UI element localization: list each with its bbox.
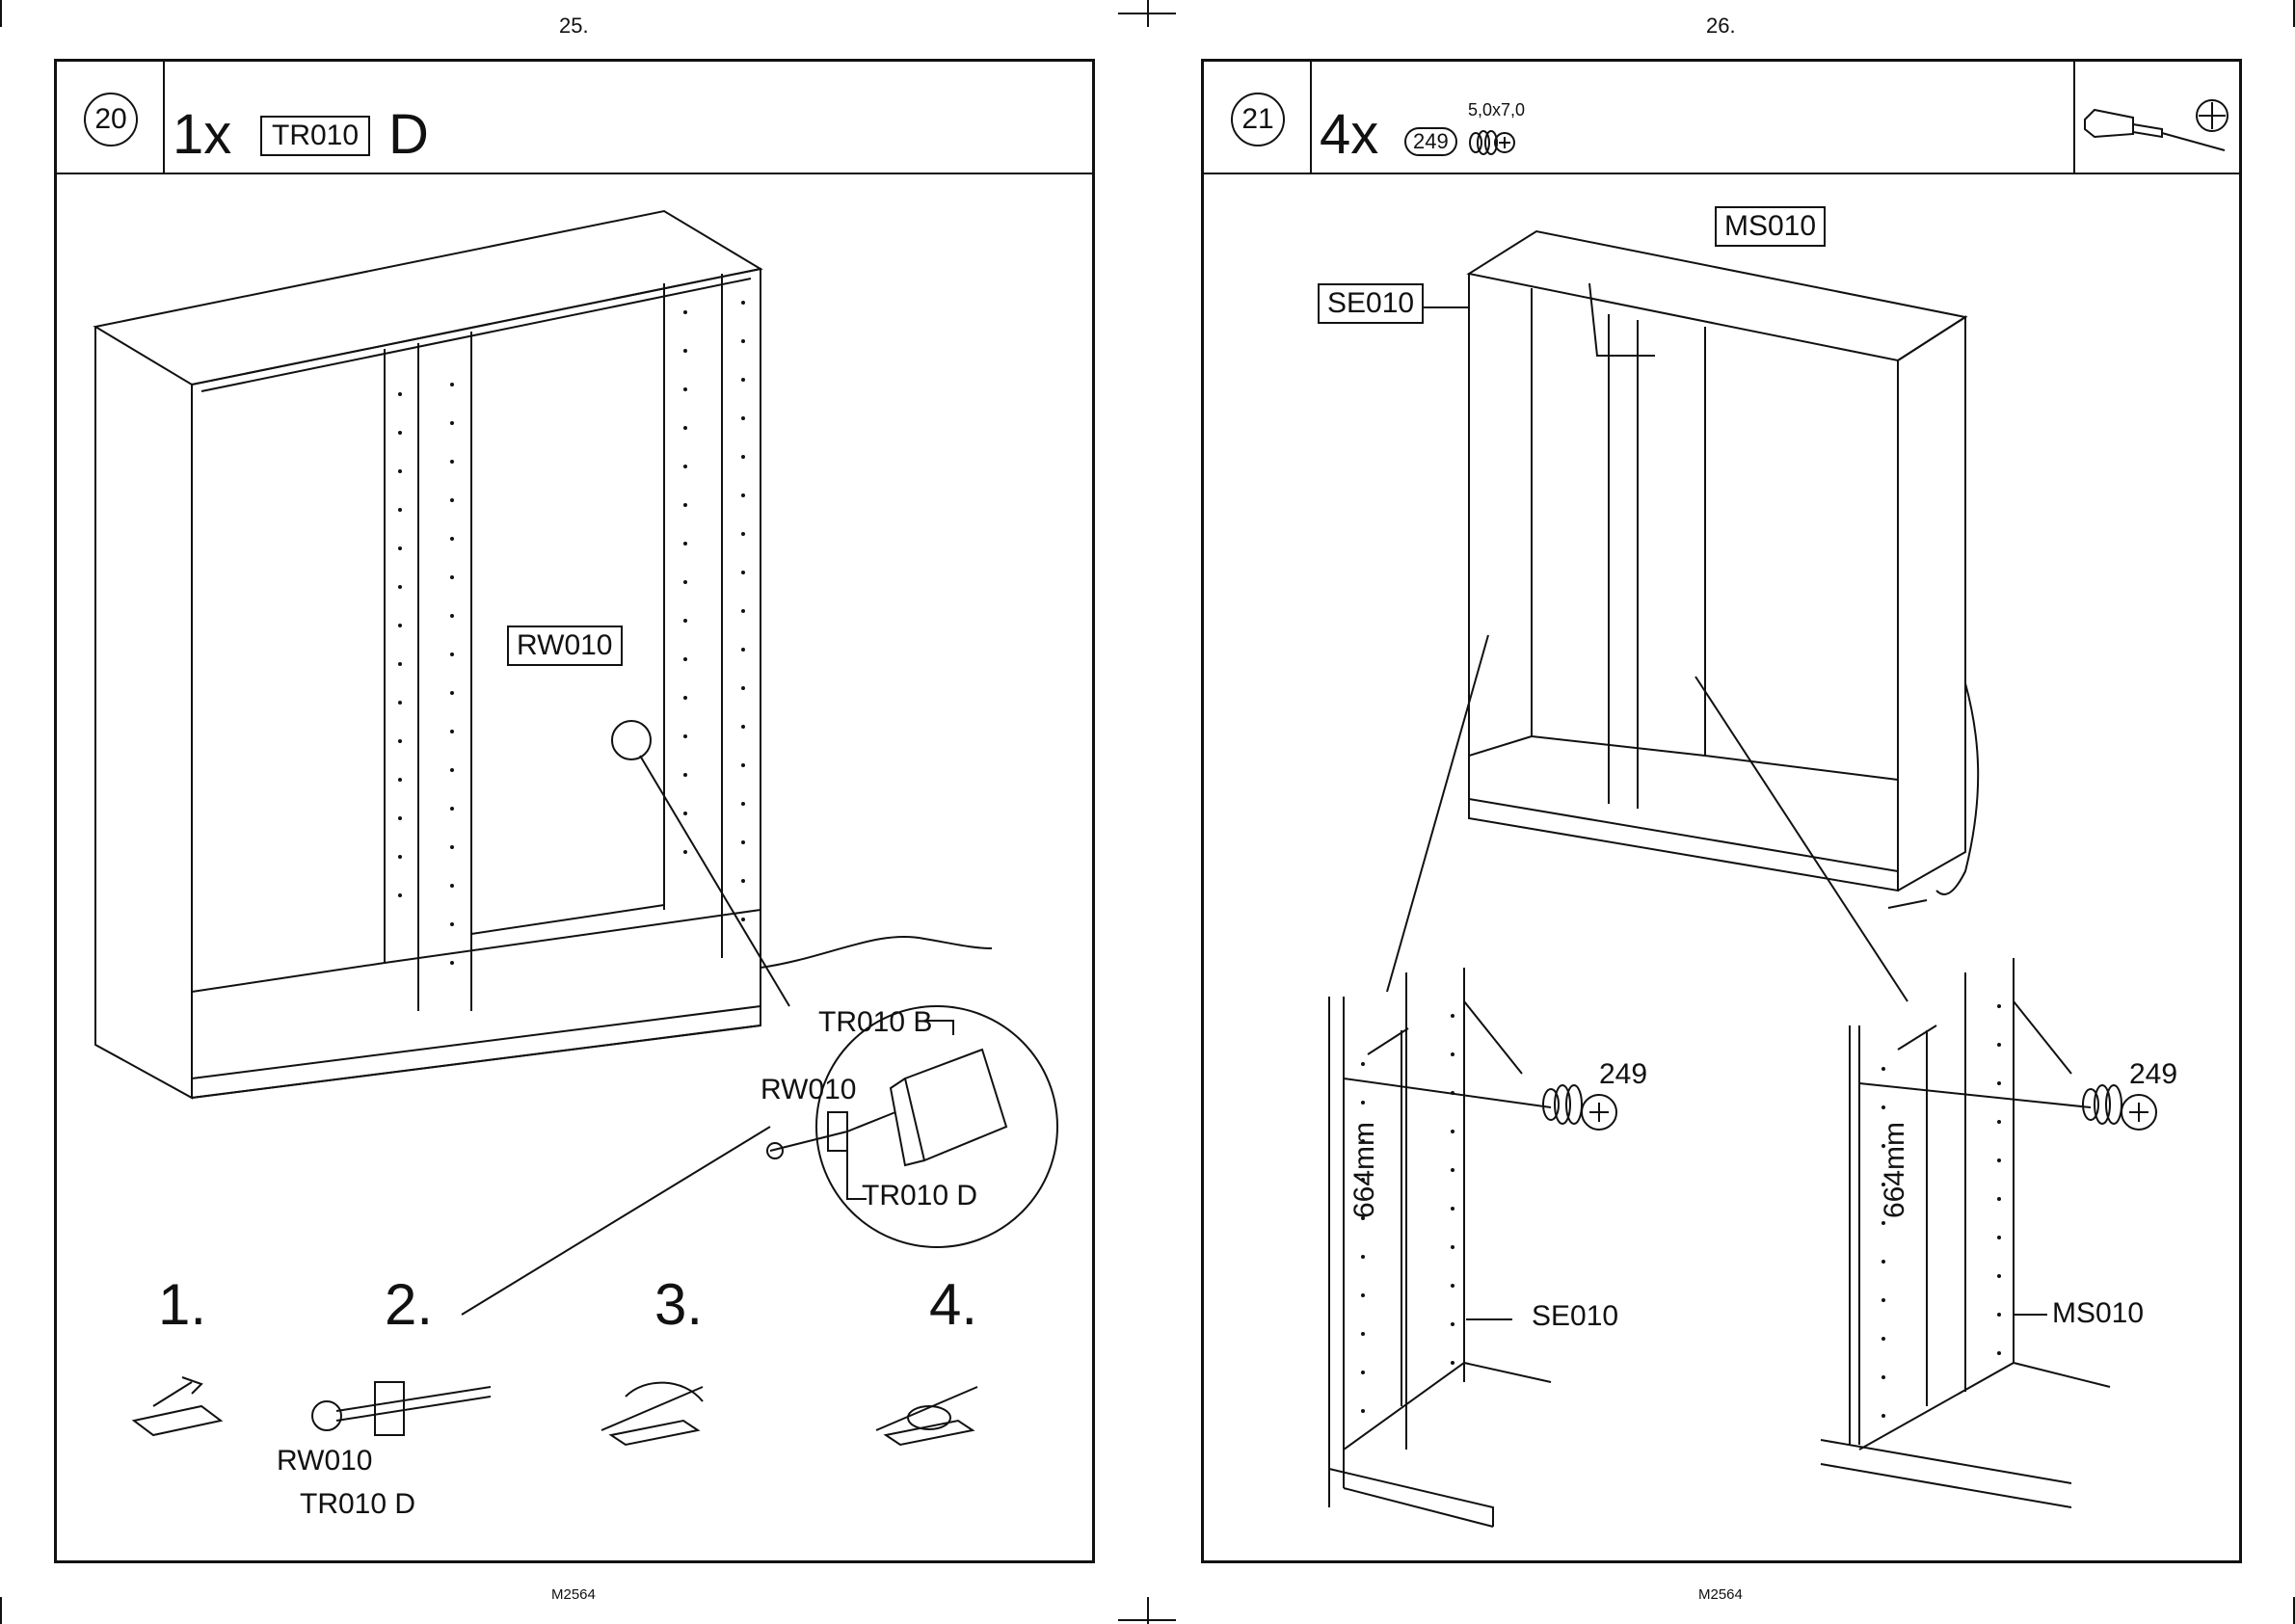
crop-mark	[1118, 13, 1176, 14]
ms010-label: MS010	[1715, 206, 1826, 247]
step-21-panel: 21 4x 249 5,0x7,0	[1201, 59, 2242, 1563]
left-detail-hw-label: 249	[1599, 1058, 1647, 1091]
page-number-right: 26.	[1706, 13, 1736, 39]
detail-rw010-label: RW010	[761, 1074, 857, 1106]
right-detail-dimension: 664mm	[1879, 1122, 1911, 1218]
rw010-label: RW010	[507, 626, 623, 666]
footer-code-left: M2564	[551, 1586, 596, 1603]
substep-4: 4.	[929, 1271, 977, 1338]
step-20-panel: 20 1x TR010 D	[54, 59, 1095, 1563]
substep-2: 2.	[385, 1271, 433, 1338]
left-detail-dimension: 664mm	[1348, 1122, 1381, 1218]
right-detail-hw-label: 249	[2129, 1058, 2177, 1091]
right-detail-ms010-label: MS010	[2052, 1297, 2144, 1330]
footer-code-right: M2564	[1698, 1586, 1743, 1603]
crop-mark	[0, 1597, 2, 1624]
substep2-rw010-label: RW010	[277, 1445, 373, 1478]
crop-mark	[0, 0, 2, 27]
left-detail-se010-label: SE010	[1532, 1300, 1618, 1333]
substep2-tr010-d-label: TR010 D	[300, 1488, 415, 1521]
se010-label: SE010	[1318, 283, 1424, 324]
page-number-left: 25.	[559, 13, 589, 39]
tr010-b-label: TR010 B	[818, 1006, 932, 1039]
crop-mark	[1118, 1619, 1176, 1621]
tr010-d-label: TR010 D	[862, 1180, 977, 1212]
substep-3: 3.	[654, 1271, 703, 1338]
substep-1: 1.	[158, 1271, 206, 1338]
